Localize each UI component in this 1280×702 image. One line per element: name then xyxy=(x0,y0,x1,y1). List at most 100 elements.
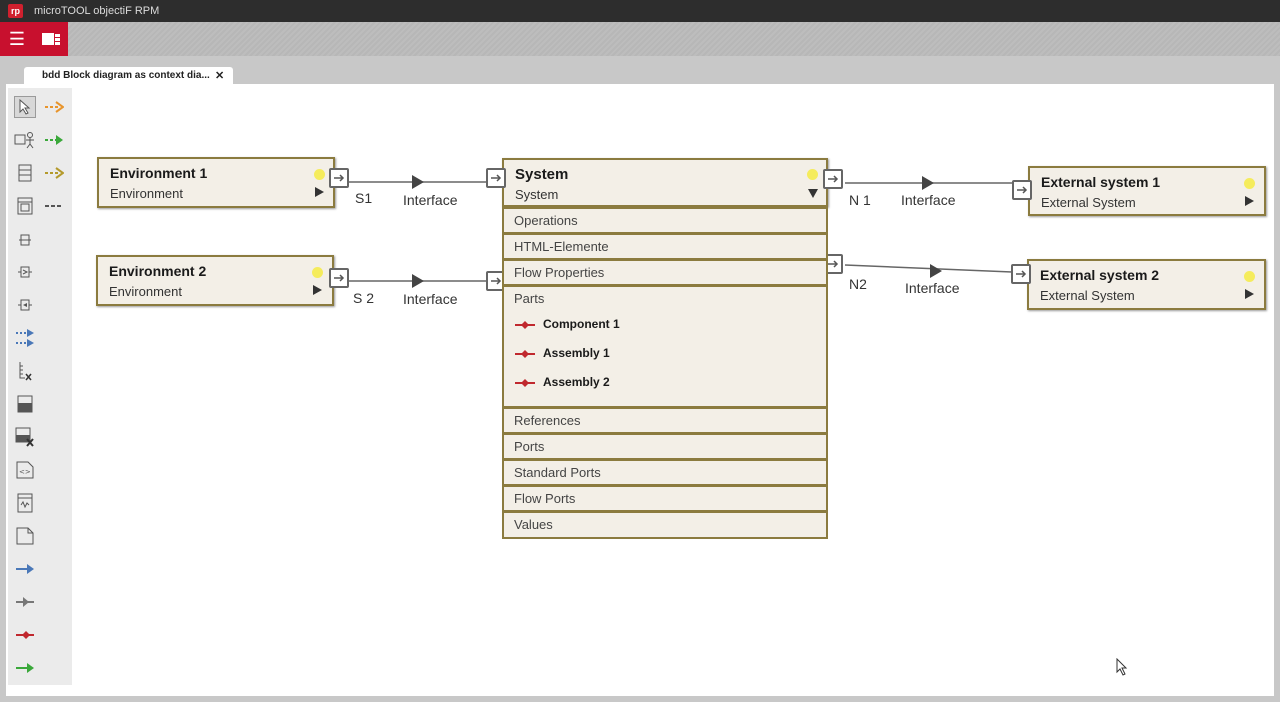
flow-connector-icon[interactable] xyxy=(14,327,36,349)
port-arrow-icon xyxy=(491,277,502,285)
svg-text:<>: <> xyxy=(19,468,31,476)
status-dot-icon xyxy=(1244,271,1255,282)
connector-port-label-s2: S 2 xyxy=(353,290,375,306)
compartment-operations[interactable]: Operations xyxy=(502,207,828,234)
connector-port-label-n1: N 1 xyxy=(849,192,871,208)
delete-block-icon[interactable] xyxy=(14,426,36,448)
standard-port-icon[interactable] xyxy=(14,294,36,316)
port-s2[interactable] xyxy=(329,268,349,288)
block-name: External system 2 xyxy=(1040,267,1160,283)
signal-icon[interactable] xyxy=(14,492,36,514)
port-arrow-icon xyxy=(334,274,345,282)
block-type: Environment xyxy=(109,284,182,299)
green-flow-arrow-icon[interactable] xyxy=(43,129,65,151)
part-connector-icon xyxy=(515,321,535,329)
port-arrow-icon xyxy=(1017,186,1028,194)
port-system-n1[interactable] xyxy=(823,169,843,189)
port-ext2[interactable] xyxy=(1011,264,1031,284)
compartment-label: Parts xyxy=(514,291,545,306)
block-type: External System xyxy=(1041,195,1136,210)
status-dot-icon xyxy=(1244,178,1255,189)
compartment-label: Standard Ports xyxy=(514,465,601,480)
constraint-icon[interactable] xyxy=(14,360,36,382)
status-dot-icon xyxy=(314,169,325,180)
block-name: Environment 2 xyxy=(109,263,207,279)
connector-port-label-n2: N2 xyxy=(849,276,867,292)
window-title: microTOOL objectiF RPM xyxy=(34,5,160,17)
compartment-html-elemente[interactable]: HTML-Elemente xyxy=(502,233,828,260)
view-toggle-icon xyxy=(42,33,60,45)
hamburger-icon: ☰ xyxy=(8,29,26,49)
expand-triangle-icon[interactable] xyxy=(1245,289,1254,299)
part-name: Assembly 1 xyxy=(543,346,610,360)
part-name: Assembly 2 xyxy=(543,375,610,389)
tab-close-icon[interactable]: ✕ xyxy=(215,70,225,82)
connector-label-interface-n2: Interface xyxy=(905,280,960,296)
value-type-icon[interactable] xyxy=(14,393,36,415)
connector-label-interface-s1: Interface xyxy=(403,192,458,208)
compartment-ports[interactable]: Ports xyxy=(502,433,828,460)
compartment-references[interactable]: References xyxy=(502,407,828,434)
block-external-system-2[interactable]: External system 2 External System xyxy=(1027,259,1266,310)
block-icon[interactable] xyxy=(14,162,36,184)
port-icon[interactable] xyxy=(14,229,36,251)
dashed-line-icon[interactable] xyxy=(43,195,65,217)
html-element-icon[interactable]: <> xyxy=(14,459,36,481)
connector-port-label-s1: S1 xyxy=(355,190,373,206)
port-arrow-icon xyxy=(828,260,839,268)
green-arrow-icon[interactable] xyxy=(14,657,36,679)
compartment-label: Flow Properties xyxy=(514,265,605,280)
compartment-standard-ports[interactable]: Standard Ports xyxy=(502,459,828,486)
compartment-values[interactable]: Values xyxy=(502,511,828,539)
gold-arrow-icon[interactable] xyxy=(43,162,65,184)
compartment-label: Operations xyxy=(514,213,578,228)
block-system[interactable]: System System xyxy=(502,158,828,207)
note-icon[interactable] xyxy=(14,525,36,547)
block-type: System xyxy=(515,187,559,202)
port-arrow-icon xyxy=(828,175,839,183)
flow-port-icon[interactable] xyxy=(14,261,36,283)
status-dot-icon xyxy=(312,267,323,278)
port-ext1[interactable] xyxy=(1012,180,1032,200)
view-toggle-button[interactable] xyxy=(34,22,68,56)
block-environment-2[interactable]: Environment 2 Environment xyxy=(96,255,334,306)
tab-block-diagram[interactable]: bdd Block diagram as context dia... ✕ xyxy=(24,67,233,84)
mouse-cursor-icon xyxy=(1116,658,1128,676)
compartment-flow-ports[interactable]: Flow Ports xyxy=(502,485,828,512)
block-external-system-1[interactable]: External system 1 External System xyxy=(1028,166,1266,216)
compartment-label: Values xyxy=(514,517,553,532)
connector-label-interface-n1: Interface xyxy=(901,192,956,208)
block-type: Environment xyxy=(110,186,183,201)
port-s1[interactable] xyxy=(329,168,349,188)
gray-arrow-icon[interactable] xyxy=(14,591,36,613)
compartment-label: References xyxy=(514,413,581,428)
port-arrow-icon xyxy=(334,174,345,182)
tab-label: bdd Block diagram as context dia... xyxy=(42,70,210,81)
block-name: Environment 1 xyxy=(110,165,208,181)
expand-triangle-icon[interactable] xyxy=(1245,196,1254,206)
dependency-arrow-icon[interactable] xyxy=(43,96,65,118)
compartment-parts[interactable]: Parts xyxy=(502,285,828,408)
connector-label-interface-s2: Interface xyxy=(403,291,458,307)
expand-triangle-icon[interactable] xyxy=(313,285,322,295)
port-arrow-icon xyxy=(491,174,502,182)
block-type: External System xyxy=(1040,288,1135,303)
block-name: System xyxy=(515,166,569,183)
block-name: External system 1 xyxy=(1041,174,1161,190)
expand-triangle-icon[interactable] xyxy=(315,187,324,197)
compartment-flow-properties[interactable]: Flow Properties xyxy=(502,259,828,286)
block-environment-1[interactable]: Environment 1 Environment xyxy=(97,157,335,208)
blue-arrow-icon[interactable] xyxy=(14,558,36,580)
compartment-label: Ports xyxy=(514,439,545,454)
collapse-triangle-icon[interactable] xyxy=(808,189,818,198)
part-name: Component 1 xyxy=(543,317,620,331)
port-system-s1[interactable] xyxy=(486,168,506,188)
red-connector-icon[interactable] xyxy=(14,624,36,646)
part-block-icon[interactable] xyxy=(14,195,36,217)
select-pointer-icon[interactable] xyxy=(14,96,36,118)
app-logo: rp xyxy=(8,4,23,18)
menu-button[interactable]: ☰ xyxy=(0,22,34,56)
actor-block-icon[interactable] xyxy=(14,129,36,151)
compartment-label: Flow Ports xyxy=(514,491,576,506)
tool-palette: <> xyxy=(8,88,72,685)
